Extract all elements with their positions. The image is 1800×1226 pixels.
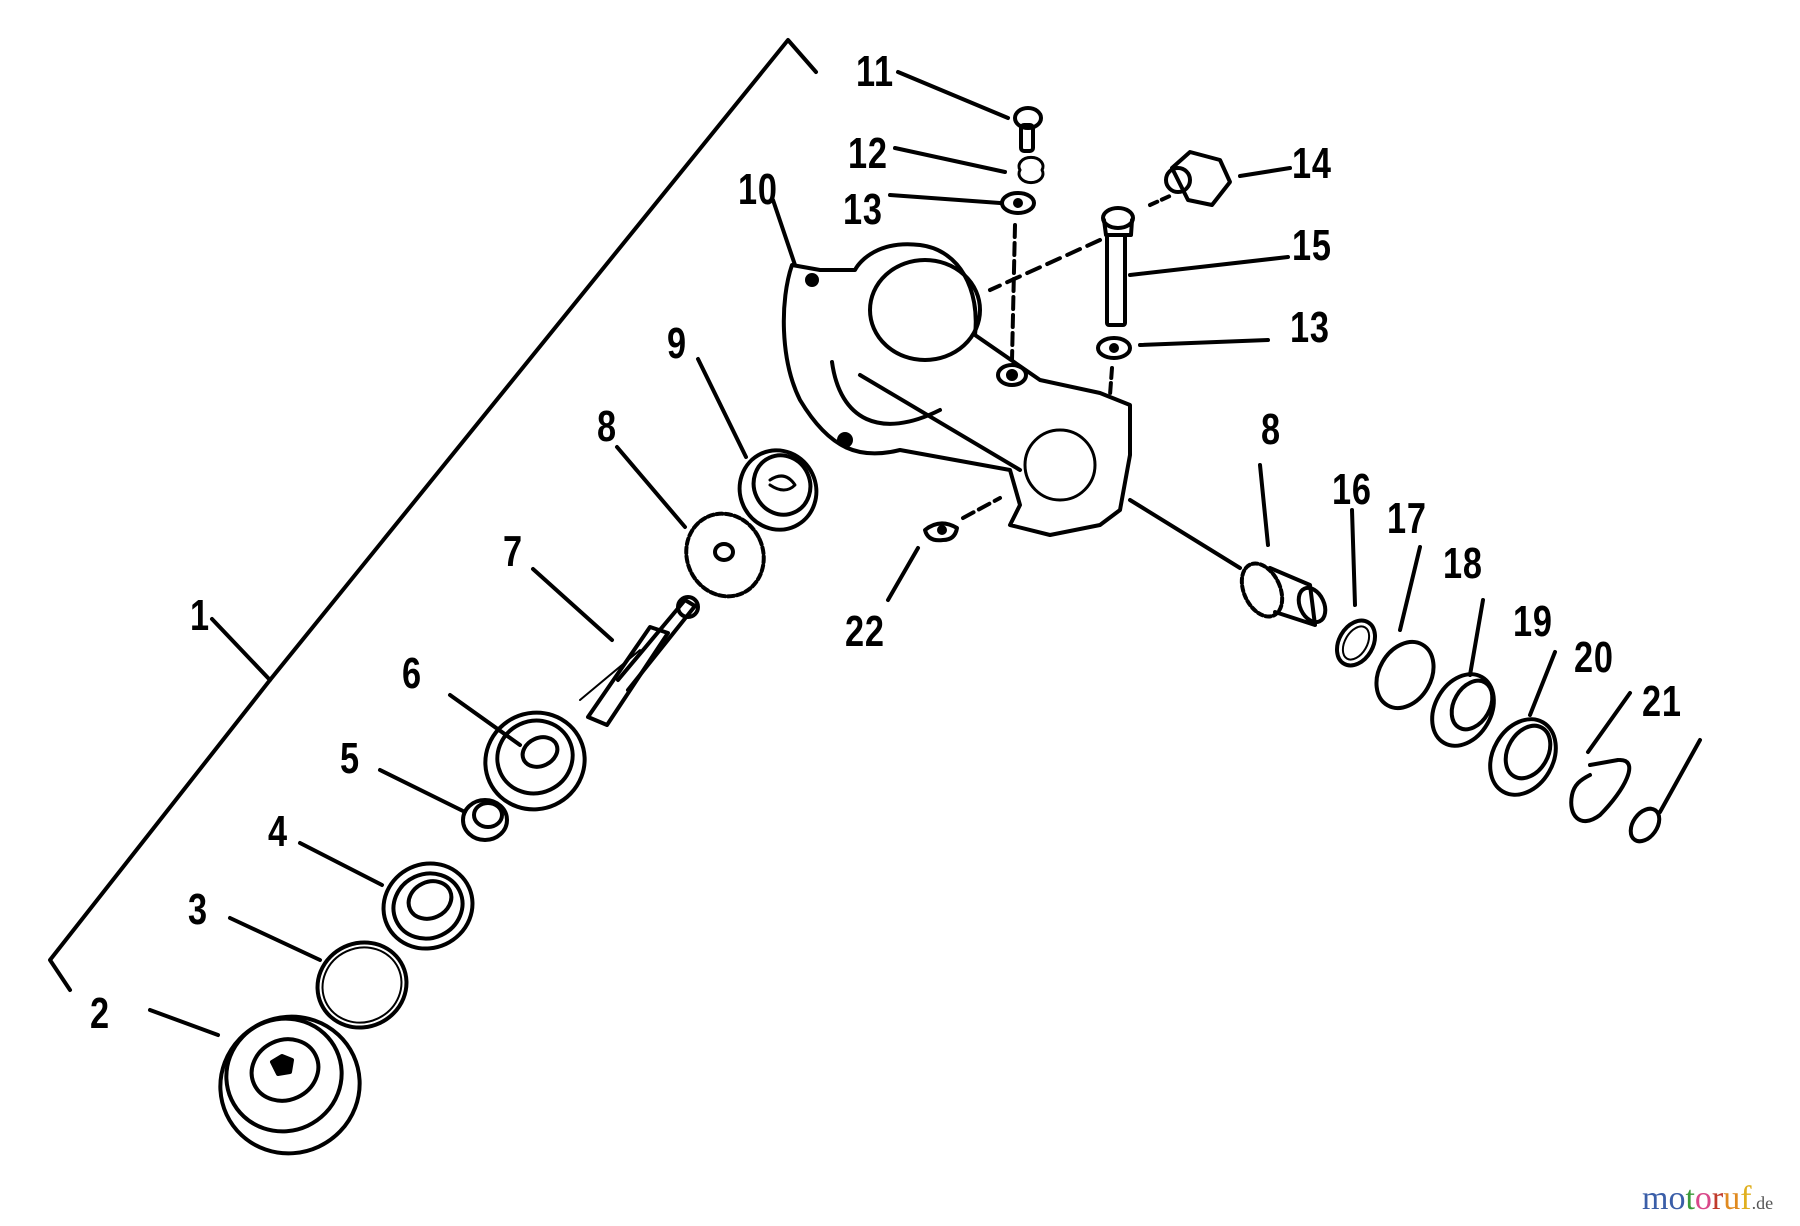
watermark-letter: t	[1685, 1180, 1695, 1217]
part-22-plug	[886, 496, 1002, 602]
callout-11: 11	[856, 47, 894, 96]
part-16-ring	[1335, 508, 1377, 668]
watermark-letter: r	[1711, 1180, 1724, 1217]
callout-12: 12	[848, 129, 888, 178]
part-6-bearing	[448, 693, 587, 812]
callout-16: 16	[1332, 465, 1372, 514]
part-20-circlip	[1569, 691, 1632, 823]
callout-9: 9	[667, 319, 687, 368]
part-3-ring	[228, 916, 409, 1030]
watermark-tld: .de	[1751, 1193, 1774, 1213]
part-14-nut	[1148, 150, 1292, 207]
part-19-bearing	[1488, 650, 1558, 797]
callout-7: 7	[503, 527, 523, 576]
motoruf-watermark-logo: motoruf.de	[1642, 1180, 1773, 1218]
callout-4: 4	[268, 807, 288, 856]
callout-1: 1	[190, 591, 210, 640]
part-18-bearing	[1430, 598, 1496, 748]
part-5-bushing	[378, 768, 509, 842]
callout-22: 22	[845, 607, 885, 656]
callout-19: 19	[1513, 597, 1553, 646]
callout-10: 10	[738, 165, 778, 214]
part-12-spring-washer	[893, 146, 1045, 185]
part-8-pinion-right	[1239, 463, 1328, 627]
callout-15: 15	[1292, 221, 1332, 270]
part-2-cover	[148, 1008, 362, 1156]
axis-line	[1128, 498, 1242, 570]
part-15-bolt	[988, 206, 1290, 327]
watermark-letter: m	[1642, 1180, 1669, 1217]
part-8-gear-left	[615, 445, 766, 599]
part-13-washer-upper	[888, 191, 1036, 362]
callout-13-lower: 13	[1290, 303, 1330, 352]
callout-17: 17	[1387, 494, 1427, 543]
callout-6: 6	[402, 649, 422, 698]
callout-3: 3	[188, 885, 208, 934]
callout-21: 21	[1642, 677, 1682, 726]
part-17-shim	[1374, 545, 1436, 710]
callout-8-left: 8	[597, 402, 617, 451]
callout-2: 2	[90, 989, 110, 1038]
part-7-shaft	[531, 567, 700, 727]
watermark-letter: u	[1723, 1180, 1741, 1217]
callout-5: 5	[340, 734, 360, 783]
callout-13-upper: 13	[843, 185, 883, 234]
part-11-screw	[896, 70, 1043, 153]
part-21-small-ring	[1628, 738, 1702, 844]
watermark-letter: f	[1740, 1180, 1752, 1217]
callout-8-right: 8	[1261, 405, 1281, 454]
assembly-bracket	[48, 38, 818, 992]
callout-20: 20	[1574, 633, 1614, 682]
part-4-seal	[298, 841, 475, 951]
part-9-bearing	[696, 357, 819, 532]
part-13-washer-lower	[1096, 336, 1270, 397]
watermark-letter: o	[1668, 1180, 1686, 1217]
part-10-housing	[771, 198, 1132, 537]
callout-18: 18	[1443, 539, 1483, 588]
watermark-letter: o	[1694, 1180, 1712, 1217]
callout-14: 14	[1292, 139, 1332, 188]
